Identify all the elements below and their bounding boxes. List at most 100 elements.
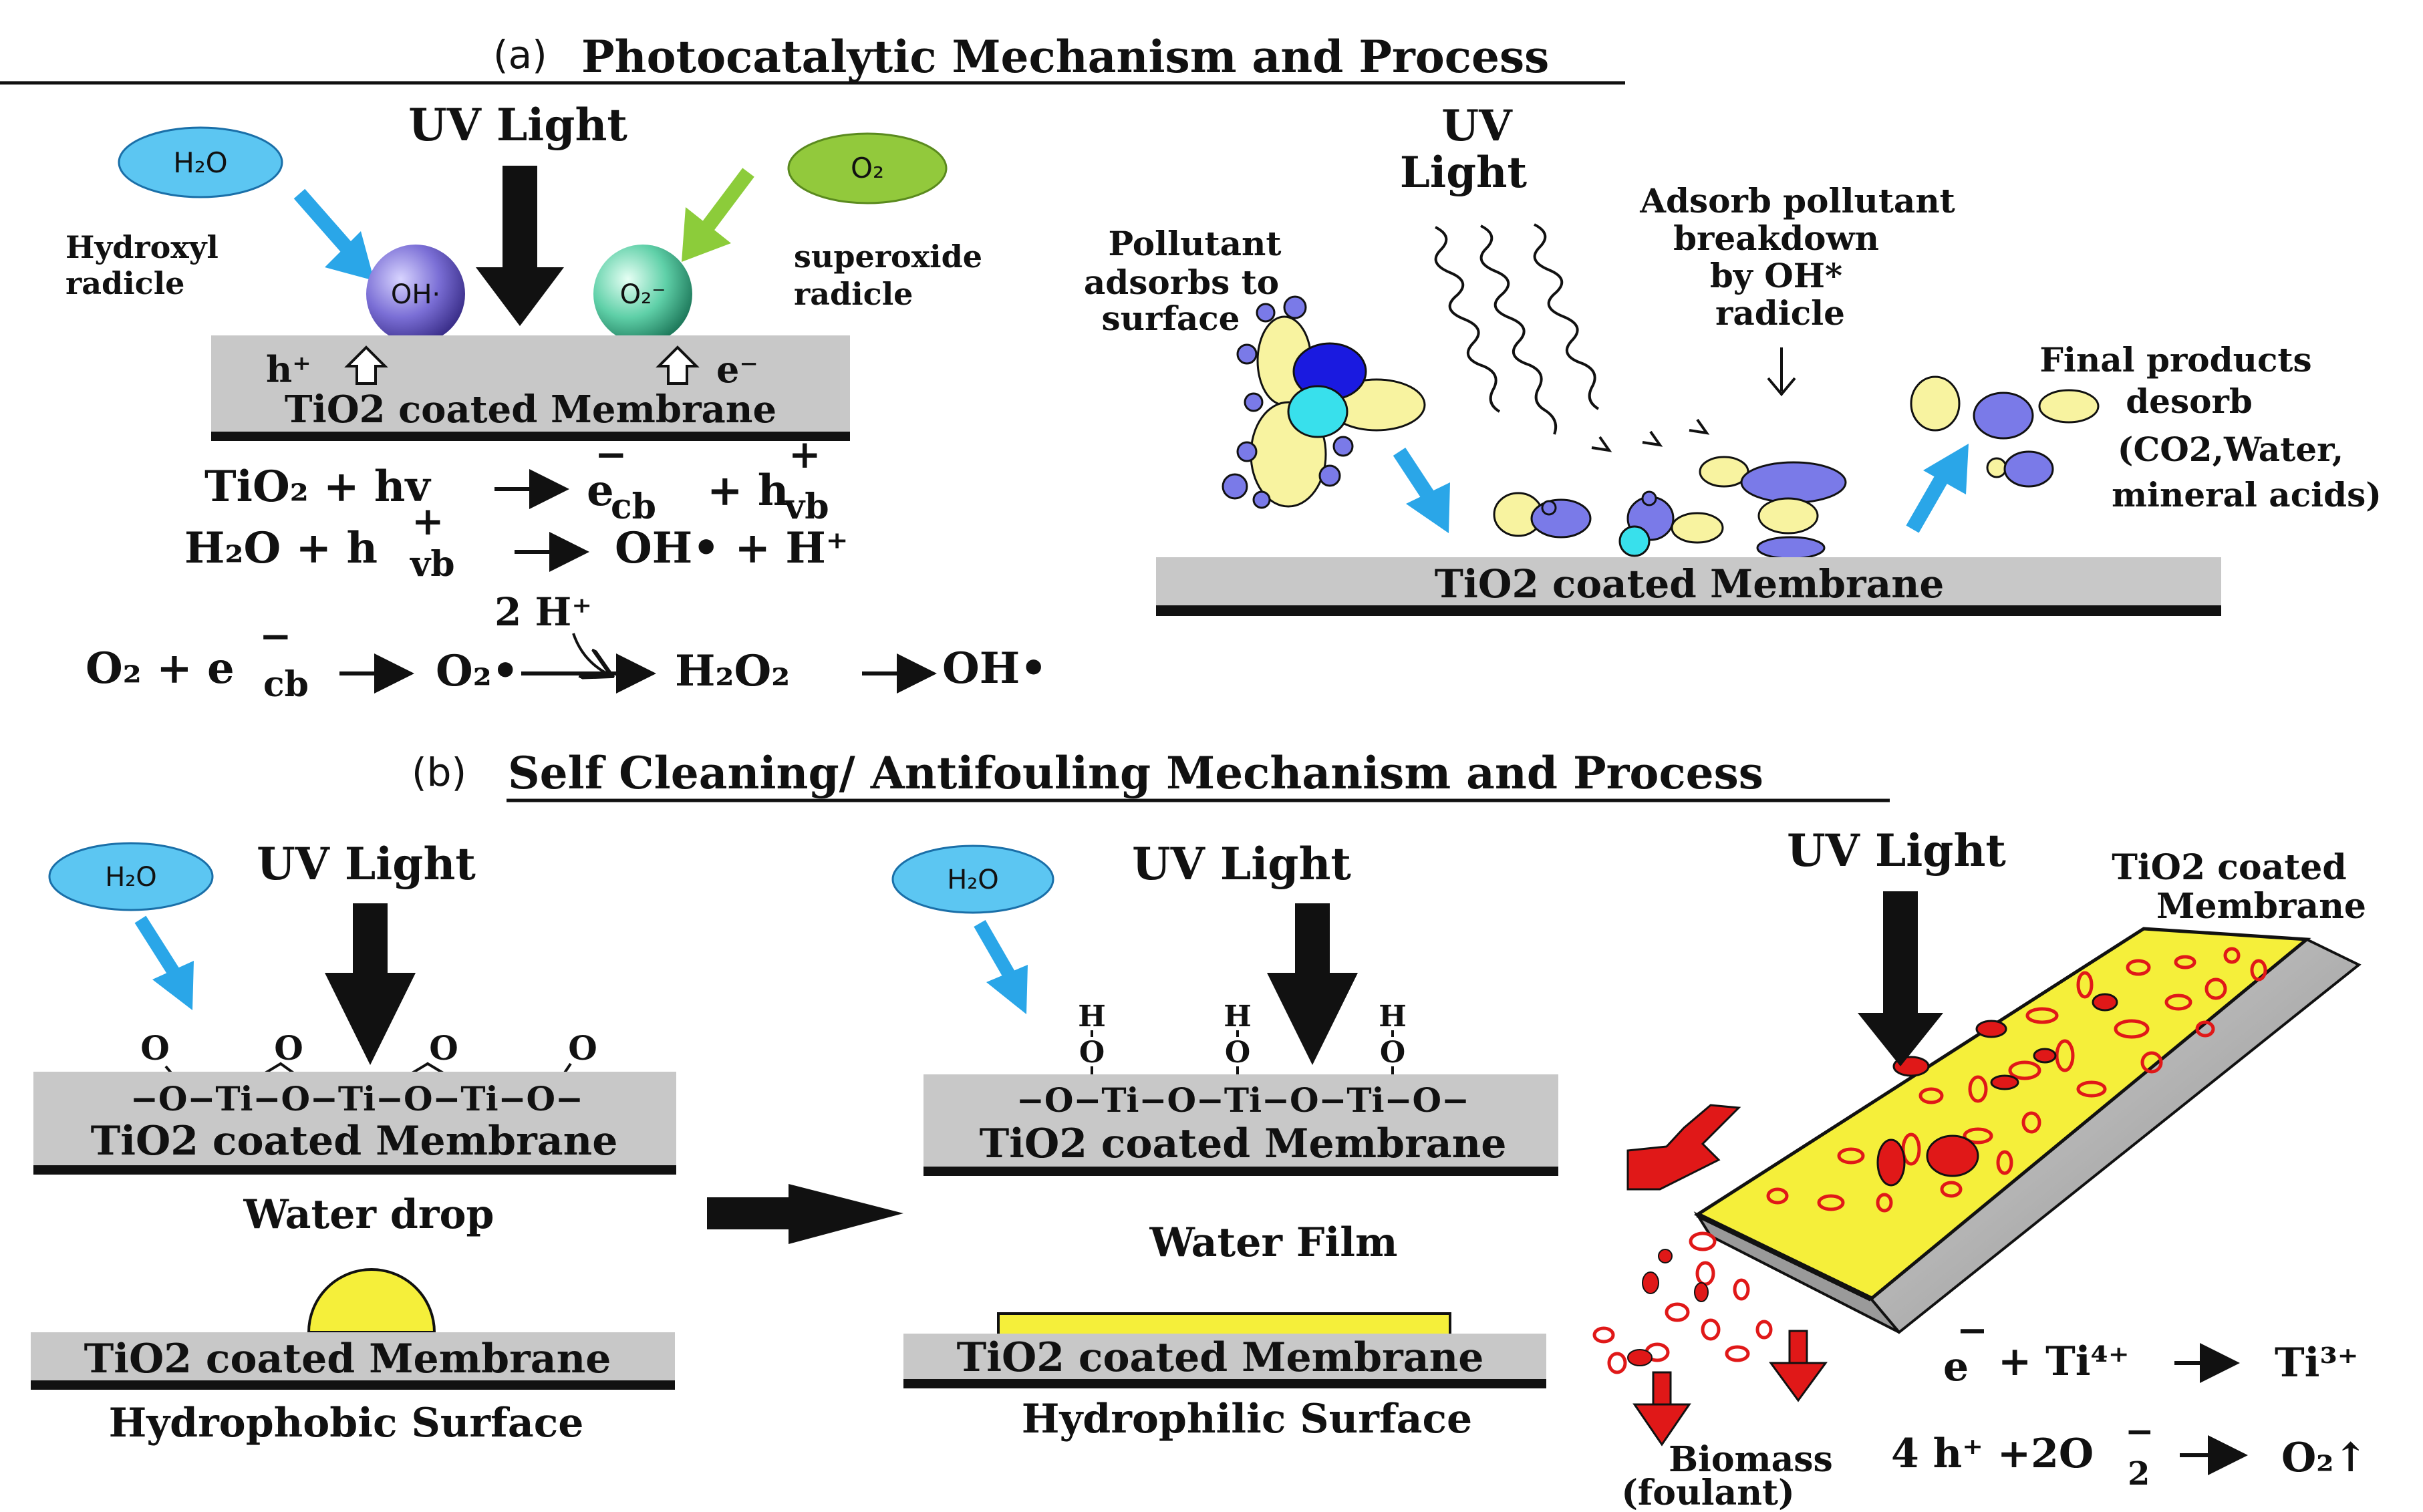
o-atom-4: O [568, 1028, 597, 1068]
water-drop-label: Water drop [243, 1191, 494, 1238]
water-drop [307, 1268, 436, 1334]
h-atom-1: H [1078, 1000, 1106, 1034]
eq3-sub: cb [263, 664, 309, 705]
eq2-lhs: H₂O + h [184, 523, 378, 573]
transition-arrow [707, 1184, 903, 1244]
hydroxyl-groups: H O H O H O [1078, 1000, 1407, 1074]
biomass-label-1: Biomass [1669, 1439, 1833, 1480]
red-diag-arrow [1626, 1104, 1741, 1191]
membrane-b-mid-top-base [923, 1167, 1558, 1176]
eq1-e: e [587, 466, 614, 516]
membrane-slab-label-2: Membrane [2156, 886, 2366, 927]
panel-a-left: H₂O UV Light O₂ Hydroxyl radicle OH· O₂⁻ [65, 99, 982, 441]
eq1-e-sub: cb [611, 486, 656, 527]
membrane-b-mid-top [923, 1074, 1558, 1168]
hydroxyl-label-1: Hydroxyl [65, 229, 219, 265]
eq3-h2o2: H₂O₂ [675, 646, 790, 696]
h-atom-3: H [1379, 1000, 1407, 1034]
final-products [1910, 375, 2100, 488]
panel-b-right: UV Light TiO2 coated Membrane [1592, 824, 2368, 1512]
breakdown-label-2: breakdown [1673, 218, 1879, 258]
uv-light-b-mid: UV Light [1132, 838, 1351, 890]
membrane-slab-label-1: TiO2 coated [2112, 847, 2347, 888]
eq-b2-minus: − [2125, 1411, 2154, 1452]
eq3-2h-curve-arrow [572, 633, 609, 675]
superoxide-ball-label: O₂⁻ [620, 279, 666, 310]
foulant-on-slab [1766, 947, 2267, 1213]
uv-line-2: Light [1400, 148, 1528, 198]
o-atom-1: O [140, 1028, 170, 1068]
superoxide-label-2: radicle [794, 276, 913, 312]
eq-b1-e: e [1943, 1344, 1969, 1390]
eq1-h-sub: vb [784, 486, 829, 527]
blue-arrow-to-oh [293, 188, 374, 281]
breakdown-label-4: radicle [1715, 293, 1845, 333]
hole-up-arrow [344, 345, 388, 385]
membrane-a-left-base [211, 432, 850, 441]
pollutant-cluster [1222, 295, 1426, 509]
eq-b2-lhs: 4 h⁺ +2O [1891, 1430, 2094, 1477]
o-atom-2: O [274, 1028, 303, 1068]
membrane-slab [1693, 927, 2362, 1334]
h2o-label-b-left: H₂O [105, 862, 157, 893]
breakdown-down-arrow [1767, 347, 1796, 397]
breakdown-label-1: Adsorb pollutant [1639, 181, 1955, 220]
membrane-b-mid-top-label: TiO2 coated Membrane [980, 1120, 1507, 1167]
eq3-oh: OH• [942, 643, 1047, 694]
pollutant-label-3: surface [1101, 299, 1240, 338]
final-label-4: mineral acids) [2112, 475, 2382, 514]
blue-arrow-adsorb [1393, 447, 1450, 533]
photocatalysis-equations: TiO₂ + hv − e cb + h + vb H₂O + h + vb O… [86, 432, 1047, 705]
eq-b1-e-minus: − [1957, 1308, 1988, 1352]
membrane-b-left-top-base [33, 1165, 676, 1175]
red-down-arrow-2 [1769, 1330, 1828, 1402]
membrane-b-mid-bottom [903, 1334, 1546, 1380]
panel-a: (a) Photocatalytic Mechanism and Process… [0, 31, 2382, 705]
foulant-solid-on-slab [1876, 993, 2118, 1187]
membrane-a-right-label: TiO2 coated Membrane [1435, 561, 1945, 607]
panel-b: (b) Self Cleaning/ Antifouling Mechanism… [31, 747, 2368, 1512]
blue-arrow-desorb [1906, 444, 1969, 533]
o-atom-m-3: O [1380, 1036, 1405, 1070]
panel-a-right: UV Light Pollutant adsorbs to surface Ad… [1084, 101, 2382, 616]
uv-arrow-b-right [1858, 891, 1943, 1066]
uv-light-b-left: UV Light [257, 838, 476, 890]
o-atom-m-2: O [1225, 1036, 1250, 1070]
hydroxyl-label-2: radicle [65, 265, 184, 301]
uv-light-b-right: UV Light [1787, 824, 2006, 877]
membrane-b-left-bottom [31, 1332, 675, 1382]
slab-top-edge [1696, 1212, 1872, 1302]
panel-a-title: Photocatalytic Mechanism and Process [581, 31, 1549, 83]
hydrophobic-label: Hydrophobic Surface [109, 1400, 584, 1447]
eq1-h: + h [707, 466, 789, 516]
panel-b-label: (b) [412, 750, 466, 795]
eq3-2h: 2 H⁺ [494, 589, 592, 635]
membrane-a-left [211, 335, 850, 434]
eq-b1-ti3: Ti³⁺ [2275, 1340, 2358, 1386]
pollutant-label-2: adsorbs to [1084, 263, 1279, 302]
h2o-bubble-b-left [48, 842, 214, 911]
antifouling-equations: − e + Ti⁴⁺ Ti³⁺ 4 h⁺ +2O − 2 O₂↑ [1891, 1308, 2368, 1493]
lattice-b-mid: −O−Ti−O−Ti−O−Ti−O− [1016, 1080, 1469, 1120]
membrane-b-mid-bottom-label: TiO2 coated Membrane [957, 1334, 1484, 1381]
superoxide-ball [593, 245, 692, 343]
lattice-b-left: −O−Ti−O−Ti−O−Ti−O− [130, 1079, 583, 1118]
adsorbed-molecules [1493, 456, 1847, 560]
uv-wavy-rays [1434, 223, 1710, 452]
uv-arrow-b-mid [1267, 903, 1358, 1065]
falling-biomass [1592, 1104, 1828, 1447]
o2-bubble [787, 132, 948, 204]
o-atom-m-1: O [1079, 1036, 1105, 1070]
uv-line-1: UV [1441, 101, 1513, 151]
final-label-1: Final products [2039, 340, 2311, 380]
eq-b2-sub: 2 [2128, 1455, 2150, 1493]
eq-b2-rhs: O₂↑ [2281, 1434, 2368, 1481]
red-down-arrow-1 [1632, 1371, 1691, 1447]
final-label-3: (CO2,Water, [2118, 430, 2343, 469]
membrane-b-left-bottom-label: TiO2 coated Membrane [84, 1336, 611, 1382]
membrane-b-left-top [33, 1072, 676, 1167]
water-film-label: Water Film [1149, 1219, 1397, 1266]
pollutant-label-1: Pollutant [1109, 224, 1282, 263]
blue-arrow-b-mid [974, 920, 1028, 1014]
